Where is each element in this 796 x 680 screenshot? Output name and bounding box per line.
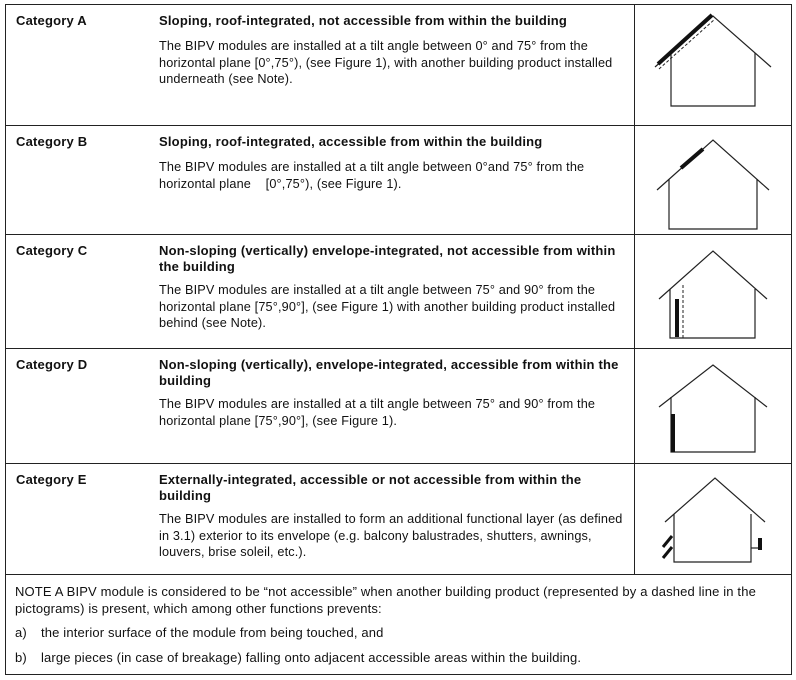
category-title: Externally-integrated, accessible or not… bbox=[159, 472, 582, 503]
note-item: a) the interior surface of the module fro… bbox=[15, 624, 384, 641]
category-title: Non-sloping (vertically) envelope-integr… bbox=[159, 243, 616, 274]
pictogram-cell bbox=[634, 5, 791, 125]
category-label: Category E bbox=[16, 472, 87, 487]
category-description: The BIPV modules are installed at a tilt… bbox=[159, 397, 596, 428]
category-title: Non-sloping (vertically), envelope-integ… bbox=[159, 357, 619, 388]
house-roof-module-with-underlay-icon bbox=[654, 13, 772, 107]
category-content: Sloping, roof-integrated, not accessible… bbox=[159, 13, 629, 88]
note-item-label: b) bbox=[15, 650, 27, 665]
bipv-category-table: Category A Sloping, roof-integrated, not… bbox=[5, 4, 792, 675]
note-item-text: large pieces (in case of breakage) falli… bbox=[41, 650, 582, 665]
category-description: The BIPV modules are installed at a tilt… bbox=[159, 160, 588, 191]
house-wall-module-icon bbox=[658, 364, 768, 453]
note-item: b) large pieces (in case of breakage) fal… bbox=[15, 649, 581, 666]
table-row: Category D Non-sloping (vertically), env… bbox=[6, 349, 791, 464]
pictogram-cell bbox=[634, 235, 791, 348]
category-content: Non-sloping (vertically), envelope-integ… bbox=[159, 357, 629, 429]
table-row: Category C Non-sloping (vertically) enve… bbox=[6, 235, 791, 349]
note-text: NOTE A BIPV module is considered to be “… bbox=[15, 584, 756, 616]
category-title: Sloping, roof-integrated, accessible fro… bbox=[159, 134, 543, 149]
house-wall-module-with-backing-icon bbox=[658, 250, 768, 339]
category-content: Sloping, roof-integrated, accessible fro… bbox=[159, 134, 629, 192]
note-item-label: a) bbox=[15, 625, 27, 640]
table-row: Category A Sloping, roof-integrated, not… bbox=[6, 5, 791, 126]
table-note: NOTE A BIPV module is considered to be “… bbox=[6, 575, 791, 674]
house-external-module-icon bbox=[661, 477, 766, 563]
category-label: Category C bbox=[16, 243, 88, 258]
note-item-text: the interior surface of the module from … bbox=[41, 625, 384, 640]
category-description: The BIPV modules are installed at a tilt… bbox=[159, 39, 613, 86]
pictogram-cell bbox=[634, 126, 791, 234]
category-title: Sloping, roof-integrated, not accessible… bbox=[159, 13, 568, 28]
category-content: Non-sloping (vertically) envelope-integr… bbox=[159, 243, 629, 332]
table-row: Category B Sloping, roof-integrated, acc… bbox=[6, 126, 791, 235]
category-label: Category A bbox=[16, 13, 87, 28]
pictogram-cell bbox=[634, 349, 791, 463]
category-label: Category D bbox=[16, 357, 88, 372]
house-roof-module-icon bbox=[656, 139, 770, 230]
pictogram-cell bbox=[634, 464, 791, 574]
category-description: The BIPV modules are installed to form a… bbox=[159, 512, 623, 559]
category-label: Category B bbox=[16, 134, 88, 149]
category-description: The BIPV modules are installed at a tilt… bbox=[159, 283, 616, 330]
table-row: Category E Externally-integrated, access… bbox=[6, 464, 791, 575]
category-content: Externally-integrated, accessible or not… bbox=[159, 472, 629, 561]
